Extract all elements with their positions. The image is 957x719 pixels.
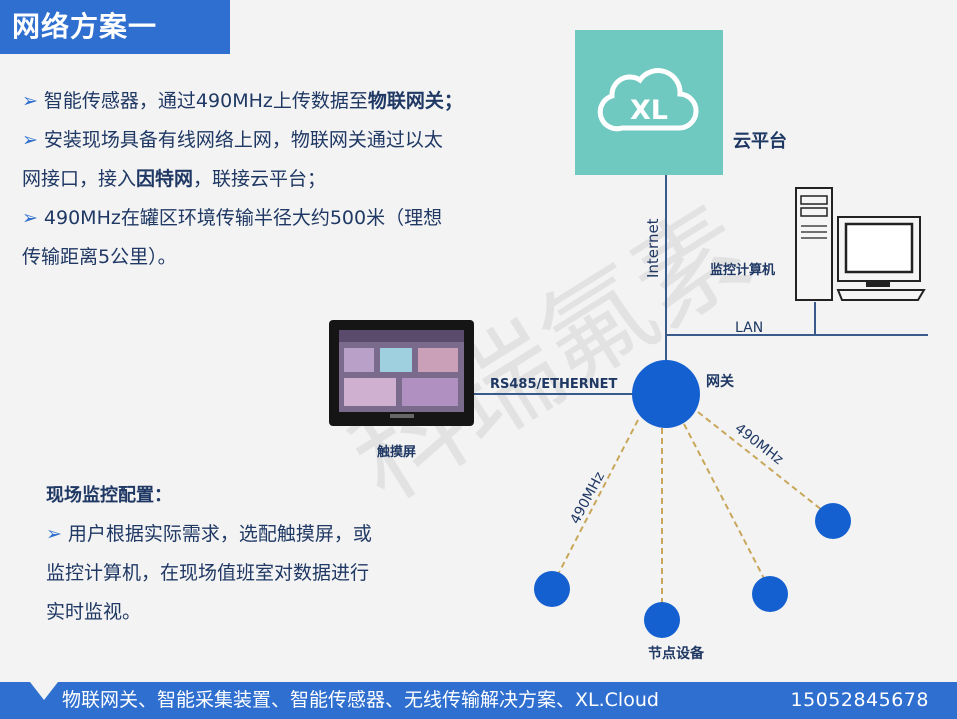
- radio-link: [551, 419, 639, 587]
- page-title: 网络方案一: [0, 0, 230, 54]
- config-line-1: ➢用户根据实际需求，选配触摸屏，或: [46, 515, 426, 554]
- gateway-node: [632, 360, 700, 428]
- node-device: [752, 576, 788, 612]
- bullet-3-text: 490MHz在罐区环境传输半径大约500米（理想: [43, 207, 443, 229]
- cloud-icon: [597, 68, 699, 132]
- bullet-3-cont: 传输距离5公里）。: [22, 238, 522, 277]
- network-diagram: 科瑞氟素 XL 云平台 Internet 监控计算机 LAN: [329, 30, 928, 662]
- footer-bar: 物联网关、智能采集装置、智能传感器、无线传输解决方案、XL.Cloud 1505…: [0, 682, 957, 719]
- footer-phone: 15052845678: [790, 689, 929, 711]
- config-section: 现场监控配置： ➢用户根据实际需求，选配触摸屏，或 监控计算机，在现场值班室对数…: [46, 476, 426, 632]
- config-line-2: 监控计算机，在现场值班室对数据进行: [46, 562, 370, 584]
- node-label: 节点设备: [648, 645, 705, 662]
- bullet-3-cont-text: 传输距离5公里）。: [22, 246, 177, 268]
- arrow-icon: ➢: [22, 207, 38, 229]
- touchscreen-icon: [329, 320, 474, 426]
- node-device: [815, 503, 851, 539]
- computer-label: 监控计算机: [710, 262, 775, 278]
- internet-label: Internet: [644, 218, 662, 278]
- computer-icon: [795, 187, 926, 301]
- bullet-2-text: 安装现场具备有线网络上网，物联网关通过以太: [43, 129, 443, 151]
- config-line-3: 实时监视。: [46, 601, 142, 623]
- bullet-3: ➢490MHz在罐区环境传输半径大约500米（理想: [22, 199, 522, 238]
- cloud-box: [575, 30, 723, 175]
- bullet-2-post: ，联接云平台；: [193, 168, 327, 190]
- bullet-2-cont: 网接口，接入因特网，联接云平台；: [22, 160, 522, 199]
- footer-text: 物联网关、智能采集装置、智能传感器、无线传输解决方案、XL.Cloud: [62, 689, 659, 711]
- cloud-platform: XL: [575, 30, 723, 175]
- bullet-2-cont-text: 网接口，接入: [22, 168, 137, 190]
- arrow-icon: ➢: [46, 523, 62, 545]
- rs485-label: RS485/ETHERNET: [490, 377, 618, 392]
- cloud-label: 云平台: [733, 130, 787, 152]
- node-device: [644, 602, 680, 638]
- footer-notch: [30, 682, 58, 700]
- gateway-label: 网关: [706, 373, 734, 390]
- lan-label: LAN: [735, 320, 763, 336]
- radio-link: [683, 423, 771, 591]
- radio-link: [697, 411, 833, 519]
- config-heading: 现场监控配置：: [46, 485, 172, 506]
- bullet-2-bold: 因特网: [136, 168, 194, 190]
- bullet-list: ➢智能传感器，通过490MHz上传数据至物联网关； ➢安装现场具备有线网络上网，…: [22, 82, 522, 277]
- node-device: [534, 571, 570, 607]
- bullet-1-bold: 物联网关；: [367, 90, 463, 112]
- arrow-icon: ➢: [22, 90, 38, 112]
- bullet-1: ➢智能传感器，通过490MHz上传数据至物联网关；: [22, 82, 522, 121]
- bullet-2: ➢安装现场具备有线网络上网，物联网关通过以太: [22, 121, 522, 160]
- touchscreen-label: 触摸屏: [376, 444, 416, 460]
- arrow-icon: ➢: [22, 129, 38, 151]
- cloud-logo-text: XL: [630, 95, 668, 126]
- bullet-1-text: 智能传感器，通过490MHz上传数据至: [43, 90, 368, 112]
- config-line-1-text: 用户根据实际需求，选配触摸屏，或: [67, 523, 372, 545]
